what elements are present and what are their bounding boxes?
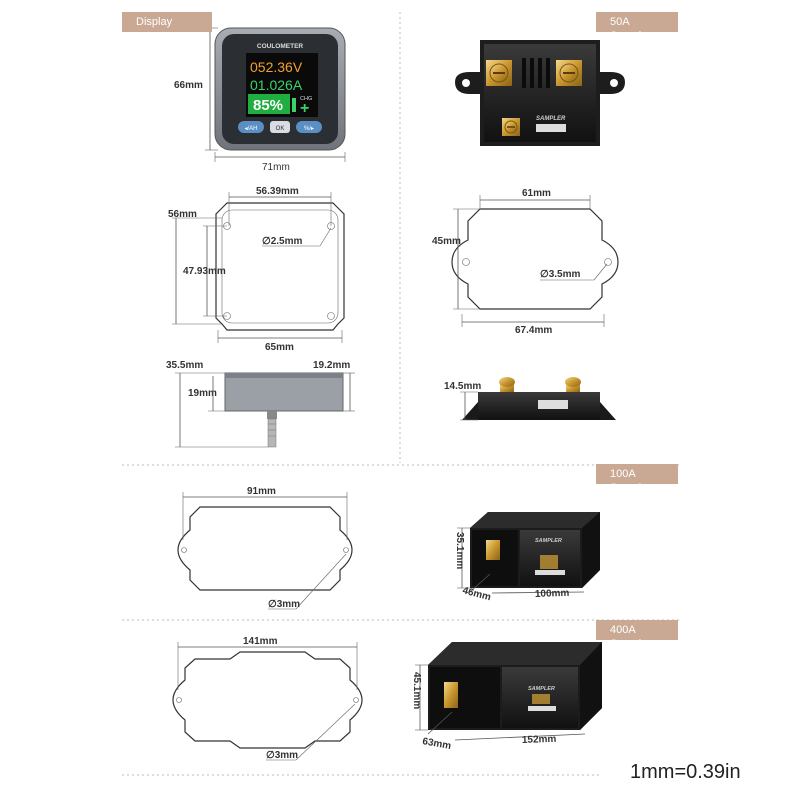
dim-61mm: 61mm xyxy=(522,188,551,199)
dim-152mm: 152mm xyxy=(522,734,557,746)
dim-14-5mm: 14.5mm xyxy=(444,381,481,392)
dim-141mm: 141mm xyxy=(243,636,278,647)
dim-100mm: 100mm xyxy=(535,588,570,600)
sampler-400a-tag: 400A Sampler xyxy=(596,620,678,650)
percent-button-label: %/▸ xyxy=(304,126,314,132)
dim-56mm: 56mm xyxy=(168,209,197,220)
dim-65mm: 65mm xyxy=(265,342,294,353)
sampler-50a-outline xyxy=(451,208,619,310)
scale-note: 1mm=0.39in xyxy=(630,761,741,783)
dim-67-4mm: 67.4mm xyxy=(515,325,552,336)
sampler-50a-tag: 50A Sampler xyxy=(596,12,678,42)
dim-91mm: 91mm xyxy=(247,486,276,497)
sampler-400a-photo: SAMPLER xyxy=(428,642,602,730)
dim-hole-3mm-400a: ∅3mm xyxy=(266,750,298,761)
sampler-100a-photo: SAMPLER xyxy=(470,512,600,588)
dim-66mm: 66mm xyxy=(174,80,203,91)
chg-label: CHG xyxy=(300,96,312,102)
ah-button-label: ◂/AH xyxy=(244,126,257,132)
dim-35-1mm: 35.1mm xyxy=(454,532,465,569)
sampler-100a-tag: 100A Sampler xyxy=(596,464,678,494)
sampler-100a-outline xyxy=(177,506,353,591)
display-tag: Display xyxy=(122,12,212,32)
charge-plus-icon: + xyxy=(300,100,309,117)
percent-readout: 85% xyxy=(253,97,283,114)
dim-47-93mm: 47.93mm xyxy=(183,266,226,277)
sampler-400a-label: SAMPLER xyxy=(528,686,555,692)
dim-hole-3mm-100a: ∅3mm xyxy=(268,599,300,610)
sampler-100a-label: SAMPLER xyxy=(535,538,562,544)
display-side-view xyxy=(224,372,344,448)
ok-button[interactable] xyxy=(270,121,290,133)
dim-35-5mm: 35.5mm xyxy=(166,360,203,371)
sampler-50a-photo: SAMPLER xyxy=(455,40,625,146)
dim-19mm: 19mm xyxy=(188,388,217,399)
percent-button[interactable] xyxy=(296,121,322,133)
dim-71mm: 71mm xyxy=(262,162,290,173)
battery-bar-icon xyxy=(292,98,296,112)
device-brand: COULOMETER xyxy=(257,43,304,50)
ah-button[interactable] xyxy=(238,121,264,133)
dim-45-1mm: 45.1mm xyxy=(411,672,422,709)
voltage-readout: 052.36V xyxy=(250,59,303,75)
dim-19-2mm: 19.2mm xyxy=(313,360,350,371)
dim-hole-3-5mm: ∅3.5mm xyxy=(540,269,581,280)
dim-56-39mm: 56.39mm xyxy=(256,186,299,197)
dim-45mm: 45mm xyxy=(432,236,461,247)
current-readout: 01.026A xyxy=(250,77,303,93)
percent-box xyxy=(248,94,290,114)
dim-hole-2-5mm: ∅2.5mm xyxy=(262,236,303,247)
ok-button-label: OK xyxy=(276,126,285,132)
sampler-400a-outline xyxy=(172,651,363,749)
coulometer-display-device: COULOMETER 052.36V 01.026A 85% CHG + ◂/A… xyxy=(214,27,346,151)
sampler-50a-side-view xyxy=(462,377,616,420)
dim-63mm: 63mm xyxy=(421,736,451,752)
display-panel-outline xyxy=(215,202,345,331)
sampler-50a-label: SAMPLER xyxy=(536,116,566,122)
